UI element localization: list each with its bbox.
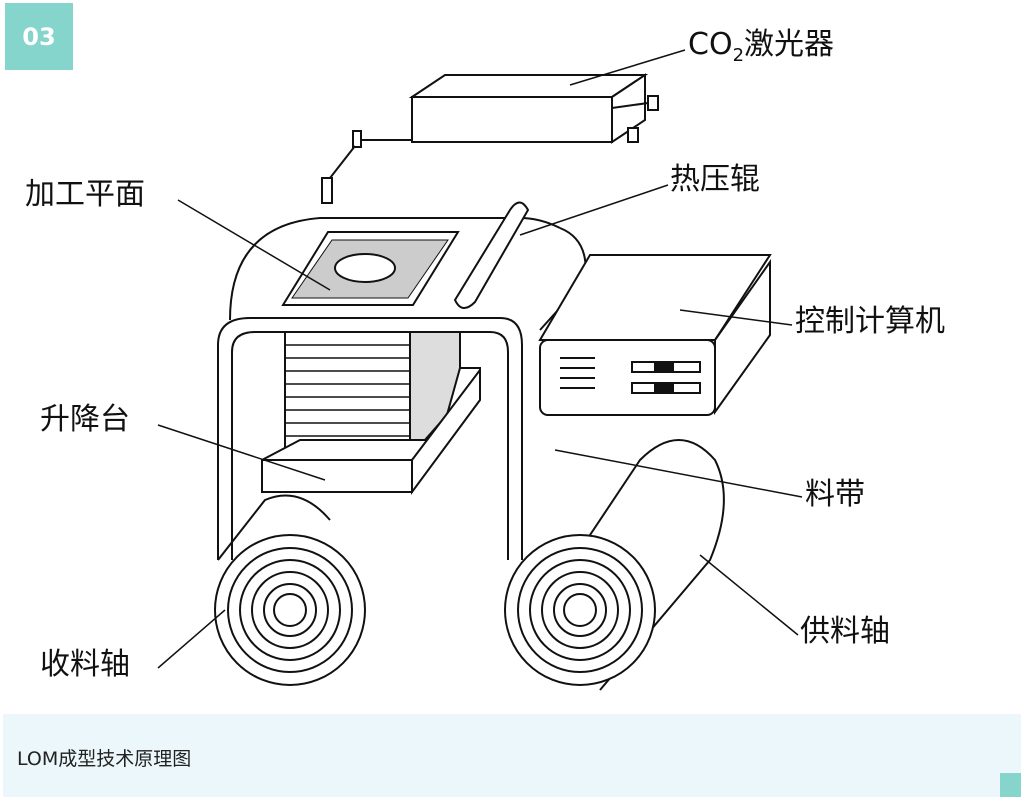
section-number-badge: 03 (5, 3, 73, 70)
label-co2-laser: CO2激光器 (688, 30, 834, 65)
figure-caption: LOM成型技术原理图 (17, 748, 192, 770)
leader-lines (157, 49, 803, 669)
label-laser-sub: 2 (732, 45, 745, 66)
label-hot-roller: 热压辊 (670, 162, 760, 197)
label-control-computer: 控制计算机 (795, 304, 945, 339)
label-takeup-shaft: 收料轴 (40, 647, 130, 682)
control-computer (538, 254, 772, 416)
label-work-plane: 加工平面 (25, 177, 145, 212)
lom-diagram (157, 49, 803, 691)
supply-shaft (504, 439, 725, 691)
caption-box: LOM成型技术原理图 (3, 714, 1021, 797)
label-material-strip: 料带 (805, 477, 865, 512)
work-plane (281, 231, 460, 306)
hot-roller (453, 201, 530, 309)
co2-laser (321, 73, 659, 204)
corner-accent (1000, 773, 1021, 797)
lift-platform (261, 367, 481, 496)
label-laser-suffix: 激光器 (744, 27, 835, 62)
label-laser-prefix: CO (688, 27, 733, 62)
label-supply-shaft: 供料轴 (800, 614, 890, 649)
takeup-shaft (214, 494, 366, 686)
label-lift-platform: 升降台 (40, 402, 130, 437)
